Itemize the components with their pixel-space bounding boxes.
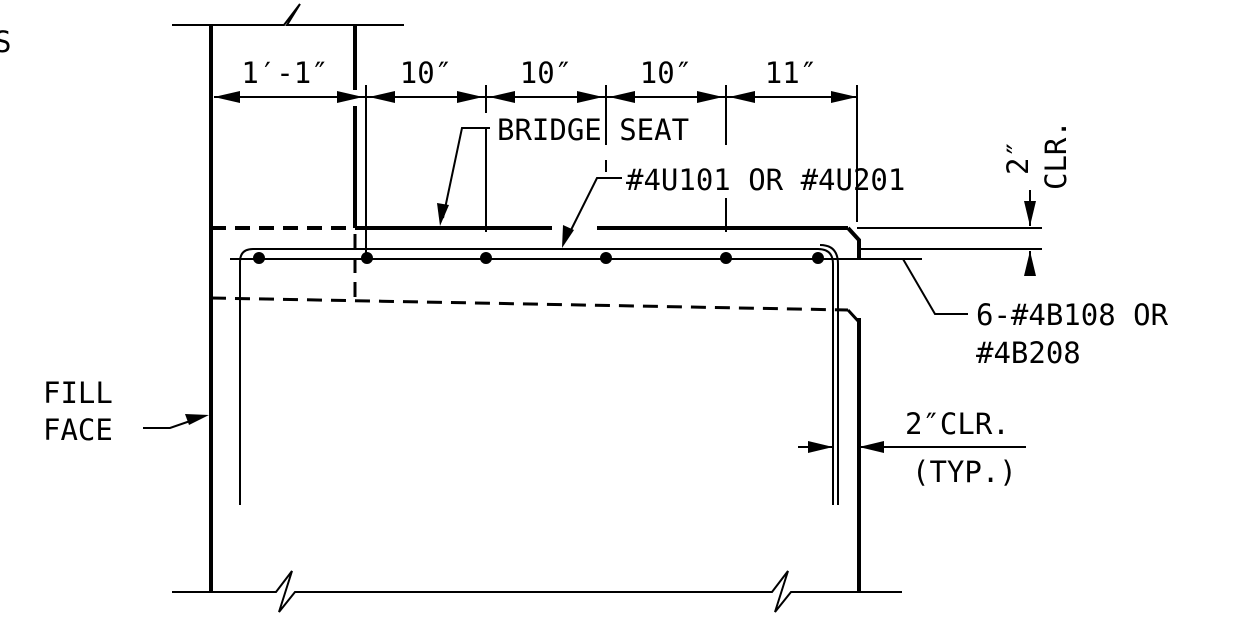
top-clear-value: 2″: [1001, 140, 1035, 175]
longitudinal-bar: [480, 252, 492, 264]
longitudinal-bar-leader: [902, 258, 968, 315]
bridge-seat-label: BRIDGE SEAT: [497, 113, 689, 147]
stirrup-leader: [562, 177, 622, 248]
stirrup-bar: [239, 244, 839, 505]
dimension-label-1: 1′-1″: [241, 56, 328, 90]
bottom-break-line: [172, 570, 902, 613]
margin-fragment: S: [0, 25, 11, 59]
fill-face-leader: [143, 414, 209, 429]
longitudinal-bar: [720, 252, 732, 264]
dimension-string: [210, 85, 858, 255]
longitudinal-bars: [253, 252, 824, 264]
bridge-seat-surface: [211, 226, 861, 260]
fill-face-label-line2: FACE: [43, 413, 113, 447]
longitudinal-bar: [600, 252, 612, 264]
longitudinal-bar: [812, 252, 824, 264]
top-break-line: [172, 3, 404, 26]
longitudinal-bar-label-line1: 6-#4B108 OR: [976, 298, 1169, 332]
dimension-label-2: 10″: [400, 56, 452, 90]
stirrup-label: #4U101 OR #4U201: [626, 163, 905, 197]
side-clear-dimension: [798, 441, 1026, 453]
side-clear-label-line2: (TYP.): [912, 455, 1017, 489]
longitudinal-bar: [253, 252, 265, 264]
dimension-label-4: 10″: [640, 56, 692, 90]
side-clear-label-line1: 2″CLR.: [905, 407, 1010, 441]
top-clear-unit: CLR.: [1039, 120, 1073, 190]
dimension-label-3: 10″: [520, 56, 572, 90]
longitudinal-bar-label-line2: #4B208: [976, 336, 1081, 370]
dimension-label-5: 11″: [765, 56, 817, 90]
bridge-seat-leader: [437, 127, 490, 226]
fill-face-label-line1: FILL: [43, 376, 113, 410]
seat-step-hidden-lines: [210, 234, 861, 324]
longitudinal-bar: [361, 252, 373, 264]
top-clear-dimension: [857, 190, 1042, 276]
